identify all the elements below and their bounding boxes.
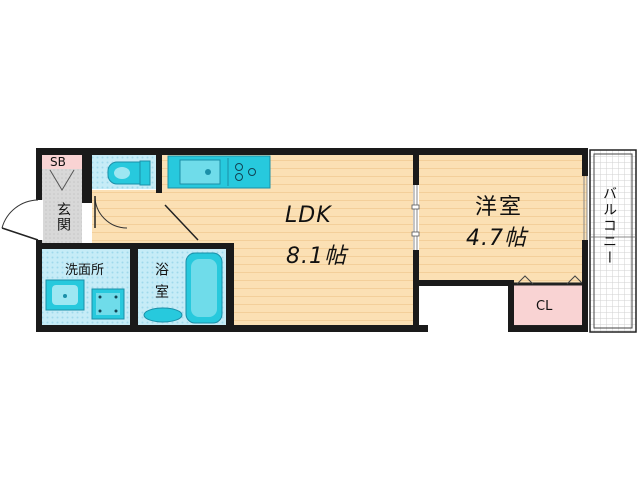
toilet-icon [107,160,151,186]
bathtub-icon [185,252,223,324]
bathroom-label: 浴室 [153,262,169,306]
western-room-name: 洋室 [475,195,524,220]
balcony-label: バルコニー [601,186,617,266]
entrance-floor [42,169,82,243]
washroom-label: 洗面所 [65,263,105,278]
entrance-label: 玄関 [55,202,71,232]
western-room-size: 4.7帖 [466,226,527,251]
closet [512,275,588,327]
bath-sink-icon [143,307,183,323]
entrance-door [1,199,43,241]
balcony [589,149,637,333]
ldk-corridor-floor [92,190,167,245]
washbasin-icon [45,279,85,311]
washing-machine-icon [91,288,125,320]
closet-label: CL [536,299,553,314]
ldk-name: LDK [285,203,332,228]
shoe-box [42,155,82,169]
inner-doors [94,176,588,250]
ldk-size: 8.1帖 [286,244,347,269]
shoe-box-label: SB [50,155,66,169]
entrance-stair-mark [49,169,75,191]
walls [36,148,588,332]
western-room-floor [419,155,587,285]
kitchen-counter [167,155,271,189]
